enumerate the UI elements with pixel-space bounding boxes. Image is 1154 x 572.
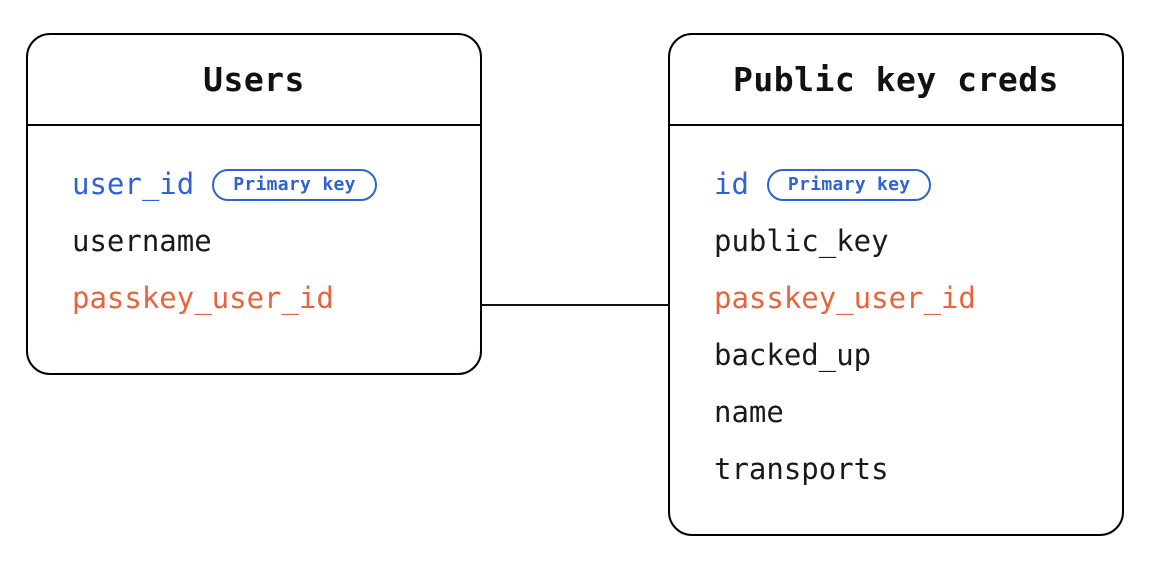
entity-public-key-creds[interactable]: Public key creds id Primary key public_k… (668, 33, 1124, 536)
attribute-row[interactable]: passkey_user_id (28, 270, 480, 327)
attribute-name-id: id (714, 167, 749, 201)
entity-users-title: Users (203, 60, 305, 99)
entity-users-header: Users (28, 35, 480, 126)
attribute-row[interactable]: name (670, 384, 1122, 441)
attribute-name-username: username (72, 224, 212, 258)
attribute-row[interactable]: backed_up (670, 327, 1122, 384)
entity-public-key-creds-header: Public key creds (670, 35, 1122, 126)
attribute-row[interactable]: public_key (670, 213, 1122, 270)
attribute-name-name: name (714, 395, 784, 429)
attribute-name-passkey-user-id: passkey_user_id (714, 281, 976, 315)
entity-users-attributes: user_id Primary key username passkey_use… (28, 126, 480, 327)
attribute-row[interactable]: id Primary key (670, 156, 1122, 213)
attribute-name-passkey-user-id: passkey_user_id (72, 281, 334, 315)
primary-key-badge: Primary key (766, 168, 932, 201)
entity-users[interactable]: Users user_id Primary key username passk… (26, 33, 482, 375)
entity-public-key-creds-attributes: id Primary key public_key passkey_user_i… (670, 126, 1122, 498)
attribute-name-transports: transports (714, 452, 889, 486)
relationship-connector-passkey-user-id (481, 304, 670, 306)
attribute-row[interactable]: transports (670, 441, 1122, 498)
entity-public-key-creds-title: Public key creds (733, 60, 1059, 99)
attribute-name-backed-up: backed_up (714, 338, 872, 372)
primary-key-badge: Primary key (212, 168, 377, 201)
attribute-row[interactable]: username (28, 213, 480, 270)
attribute-row[interactable]: user_id Primary key (28, 156, 480, 213)
attribute-row[interactable]: passkey_user_id (670, 270, 1122, 327)
attribute-name-public-key: public_key (714, 224, 889, 258)
attribute-name-user-id: user_id (72, 167, 195, 201)
